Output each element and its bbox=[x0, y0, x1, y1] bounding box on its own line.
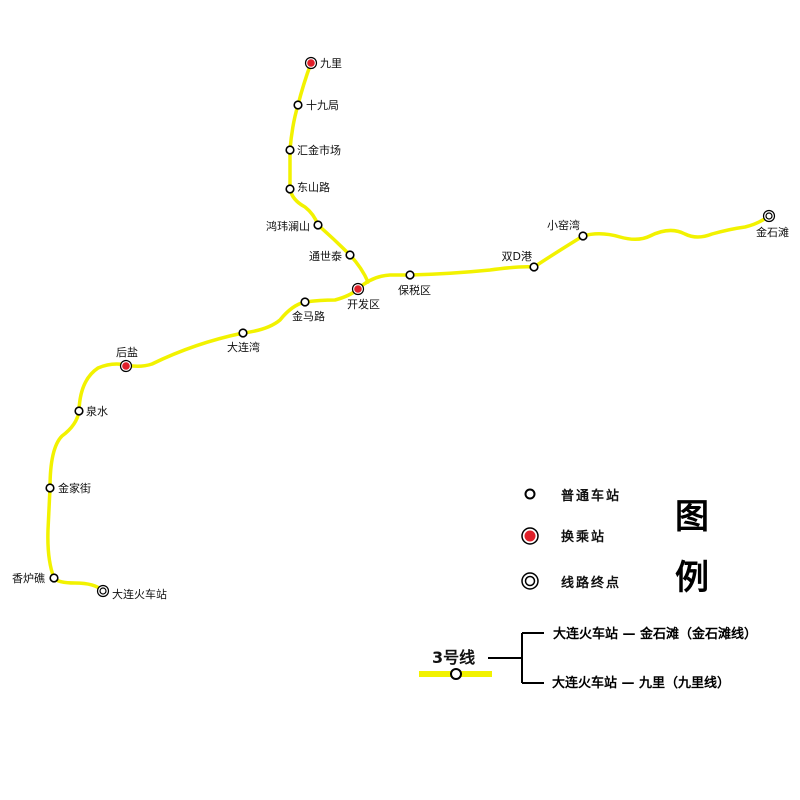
legend-normal-station: 普通车站 bbox=[561, 488, 621, 504]
interchange-fill-kaifaqu bbox=[354, 285, 362, 293]
station-label-baoshuiqu[interactable]: 保税区 bbox=[398, 283, 431, 297]
station-shuangdgang-icon[interactable] bbox=[529, 262, 539, 272]
station-xianglujiao-icon[interactable] bbox=[49, 573, 59, 583]
station-label-xiaoyaowan[interactable]: 小窑湾 bbox=[547, 218, 580, 232]
station-label-houyan[interactable]: 后盐 bbox=[116, 346, 138, 359]
station-label-xianglujiao[interactable]: 香炉礁 bbox=[12, 571, 45, 585]
station-label-jinmalu[interactable]: 金马路 bbox=[292, 309, 325, 323]
station-label-shijiuju[interactable]: 十九局 bbox=[306, 98, 339, 112]
legend-title-2: 例 bbox=[675, 558, 709, 598]
legend-interchange-station: 换乘站 bbox=[561, 529, 606, 545]
station-label-dalianhuochezhan[interactable]: 大连火车站 bbox=[112, 587, 167, 601]
terminal-inner-jinshitan bbox=[765, 212, 773, 220]
line-name: 3号线 bbox=[432, 648, 475, 667]
station-shijiuju-icon[interactable] bbox=[293, 100, 303, 110]
station-label-dongshan[interactable]: 东山路 bbox=[297, 181, 330, 194]
station-label-tongshitai[interactable]: 通世泰 bbox=[309, 249, 342, 263]
station-dongshan-icon[interactable] bbox=[285, 184, 295, 194]
station-label-jiuli[interactable]: 九里 bbox=[320, 57, 342, 70]
interchange-fill-houyan bbox=[122, 362, 130, 370]
normal-station-icon bbox=[524, 488, 536, 500]
station-huijin-icon[interactable] bbox=[285, 145, 295, 155]
legend-title-1: 图 bbox=[675, 497, 709, 537]
jinshitan-main-line bbox=[46, 214, 771, 593]
terminal-station-icon-inner bbox=[524, 575, 536, 587]
station-label-jinjiajie[interactable]: 金家街 bbox=[58, 481, 91, 495]
route-1: 大连火车站 — 金石滩（金石滩线） bbox=[553, 626, 757, 642]
station-label-jinshitan[interactable]: 金石滩 bbox=[756, 225, 789, 239]
station-xiaoyaowan-icon[interactable] bbox=[578, 231, 588, 241]
station-quanshui-icon[interactable] bbox=[74, 406, 84, 416]
station-label-quanshui[interactable]: 泉水 bbox=[86, 404, 108, 418]
station-jinmalu-icon[interactable] bbox=[300, 297, 310, 307]
station-label-dalianwan[interactable]: 大连湾 bbox=[227, 340, 260, 354]
legend-terminal: 线路终点 bbox=[561, 575, 621, 591]
route-bracket bbox=[488, 632, 544, 684]
station-label-hongwei[interactable]: 鸿玮澜山 bbox=[266, 219, 310, 233]
interchange-fill-jiuli bbox=[307, 59, 315, 67]
terminal-inner-dalianhuochezhan bbox=[99, 587, 107, 595]
station-jinjiajie-icon[interactable] bbox=[45, 483, 55, 493]
station-label-kaifaqu[interactable]: 开发区 bbox=[347, 297, 380, 311]
station-label-huijin[interactable]: 汇金市场 bbox=[297, 143, 341, 157]
station-dalianwan-icon[interactable] bbox=[238, 328, 248, 338]
route-2: 大连火车站 — 九里（九里线） bbox=[552, 675, 730, 691]
station-tongshitai-icon[interactable] bbox=[345, 250, 355, 260]
station-hongwei-icon[interactable] bbox=[313, 220, 323, 230]
interchange-station-icon-fill bbox=[524, 530, 536, 542]
station-label-shuangdgang[interactable]: 双D港 bbox=[502, 250, 532, 263]
station-baoshuiqu-icon[interactable] bbox=[405, 270, 415, 280]
line-swatch-station-icon bbox=[450, 668, 462, 680]
